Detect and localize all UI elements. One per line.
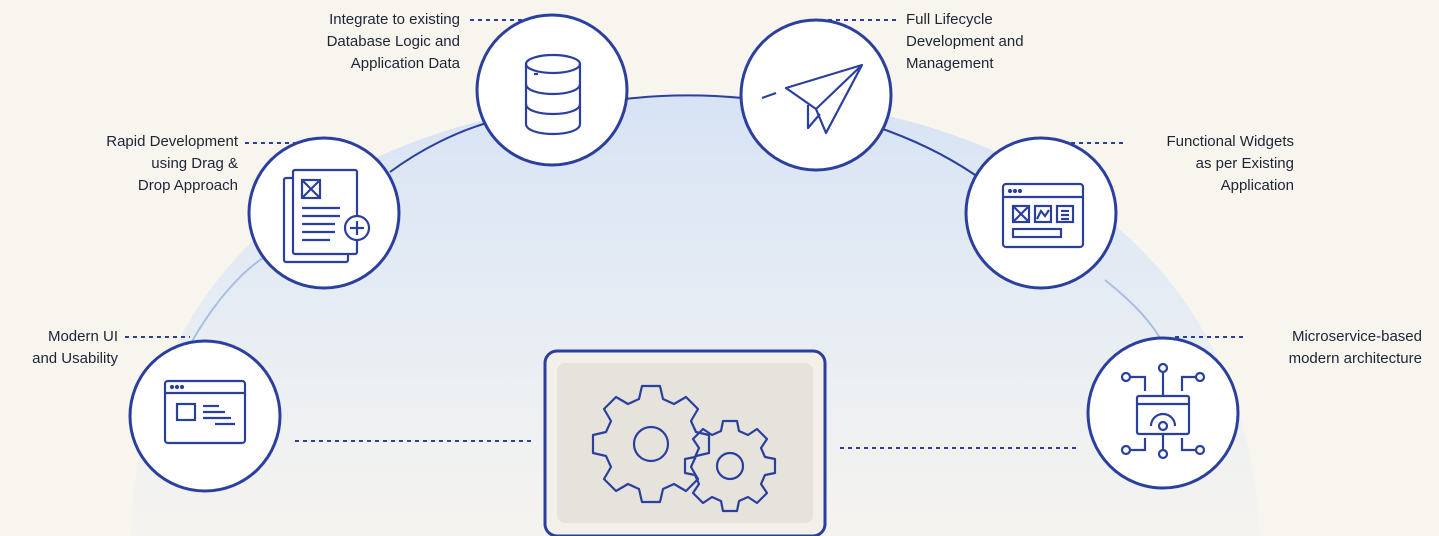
- widget-window-icon: [1001, 182, 1085, 249]
- circle-database: [475, 13, 629, 167]
- label-line: Functional Widgets: [1166, 133, 1294, 150]
- label-line: Microservice-based: [1291, 328, 1422, 345]
- circle-lifecycle: [739, 18, 893, 172]
- label-line: and Usability: [32, 350, 118, 367]
- label-line: Database Logic and: [326, 33, 460, 50]
- arc-outline-left-lower: [189, 254, 269, 346]
- label-line: Full Lifecycle: [906, 11, 993, 28]
- database-icon: [524, 53, 582, 136]
- label-lifecycle: Full Lifecycle Development and Managemen…: [906, 9, 1024, 75]
- arc-outline-right-lower: [1104, 279, 1161, 339]
- label-line: Application Data: [350, 55, 460, 72]
- circuit-chip-icon: [1120, 362, 1206, 460]
- label-widgets: Functional Widgets as per Existing Appli…: [1166, 131, 1294, 197]
- label-line: Integrate to existing: [329, 11, 460, 28]
- document-add-icon: [282, 168, 371, 264]
- circle-modern-ui: [128, 339, 282, 493]
- label-line: Rapid Development: [106, 133, 238, 150]
- label-line: using Drag &: [151, 155, 238, 172]
- label-drag-drop: Rapid Development using Drag & Drop Appr…: [106, 131, 238, 197]
- label-line: Drop Approach: [137, 177, 238, 194]
- label-database: Integrate to existing Database Logic and…: [327, 9, 460, 75]
- browser-window-icon: [163, 379, 247, 445]
- paper-plane-icon: [761, 63, 864, 135]
- label-modern-ui: Modern UI and Usability: [32, 326, 118, 370]
- label-line: as per Existing: [1195, 155, 1294, 172]
- label-line: Management: [906, 55, 994, 72]
- center-gears-box: [543, 349, 827, 536]
- label-line: Development and: [906, 33, 1024, 50]
- gears-icon: [591, 384, 777, 513]
- label-microservice: Microservice-based modern architecture: [1289, 326, 1422, 370]
- label-line: modern architecture: [1288, 350, 1422, 367]
- arc-outline-top: [624, 94, 743, 100]
- connector-lines: [125, 19, 1245, 449]
- label-line: Modern UI: [47, 328, 118, 345]
- arc-outline-left-upper: [389, 121, 491, 173]
- icon-circles: [128, 13, 1240, 493]
- label-line: Application: [1220, 177, 1294, 194]
